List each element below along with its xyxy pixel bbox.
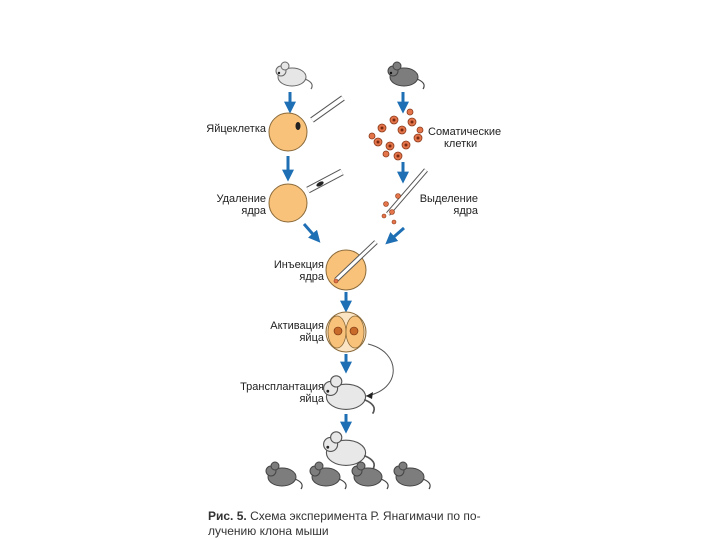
nucleus-isolation-label: Выделение ядра (419, 193, 478, 217)
arrow-down-icon (302, 223, 321, 243)
egg-transplant-label: Трансплантация яйца (240, 381, 324, 405)
clone-mouse-icon (351, 461, 389, 490)
arrow-down-icon (385, 226, 405, 245)
clone-mouse-icon (393, 461, 431, 490)
somatic-nuclei (376, 118, 420, 158)
nucleus-injection-label: Инъекция ядра (273, 259, 324, 283)
somatic-cells-label: Соматические клетки (428, 126, 502, 150)
clone-mouse-icon (309, 461, 347, 490)
pipette-icon (386, 168, 428, 216)
enucleated-egg (268, 183, 308, 223)
egg-cell (268, 112, 308, 152)
pipette-icon (334, 240, 378, 282)
transplant-curve-arrow (365, 343, 394, 397)
caption-prefix: Рис. 5. (208, 509, 247, 523)
pipette-icon (310, 95, 345, 123)
surrogate-mouse-icon (322, 374, 376, 415)
egg-activation-label: Активация яйца (270, 320, 324, 344)
somatic-cells (368, 108, 424, 161)
caption-text: Схема эксперимента Р. Янагимачи по по- л… (208, 509, 481, 538)
donor-mouse-light-icon (275, 61, 313, 90)
figure-caption: Рис. 5. Схема эксперимента Р. Янагимачи … (208, 509, 518, 539)
mother-mouse-icon (322, 430, 376, 471)
isolated-nuclei (381, 193, 401, 225)
egg-cell-label: Яйцеклетка (206, 123, 266, 135)
activated-egg (325, 311, 367, 353)
egg-nucleus (295, 122, 301, 130)
clone-mouse-icon (265, 461, 303, 490)
donor-mouse-dark-icon (387, 61, 425, 90)
nucleus-removal-label: Удаление ядра (216, 193, 266, 217)
pipette-icon (306, 168, 344, 194)
